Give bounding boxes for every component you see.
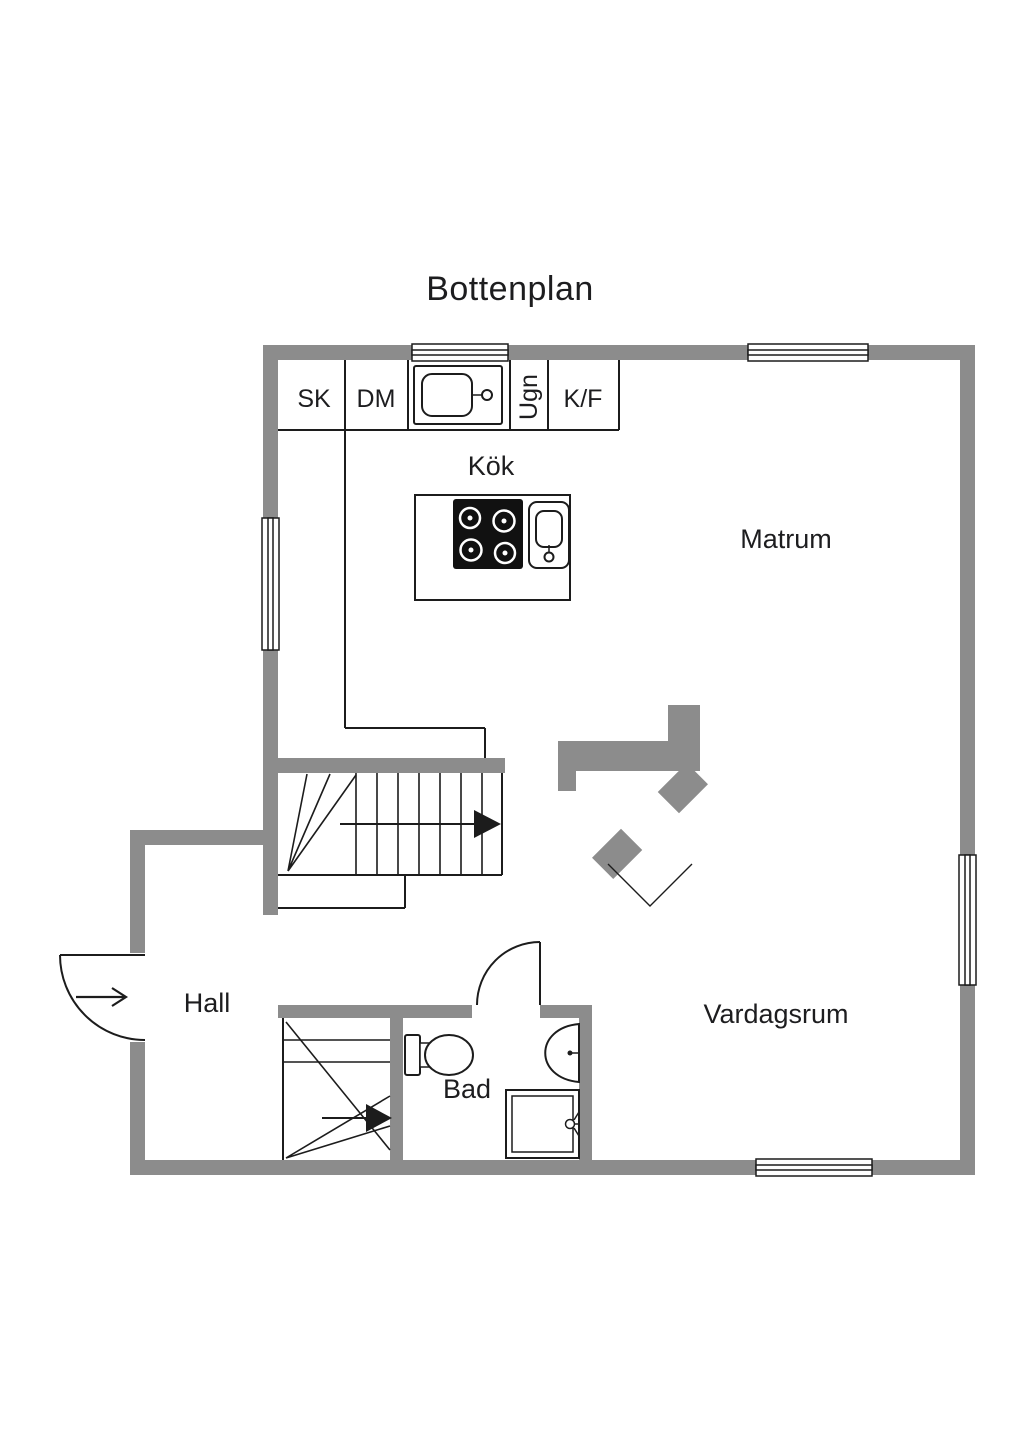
fireplace-hearth-front [607, 863, 693, 907]
stairs-lower [282, 1018, 392, 1160]
entry-direction-arrow [76, 987, 129, 1007]
wall-stairs-top [278, 758, 505, 773]
shower-icon [505, 1089, 580, 1159]
kitchen-counter: SK DM Ugn K/F [278, 360, 620, 431]
fridge-freezer-label: K/F [564, 385, 603, 413]
entry-door-opening [128, 953, 147, 1042]
room-label-bathroom: Bad [443, 1074, 491, 1104]
kitchen-sink-icon [413, 365, 503, 425]
window-left [261, 517, 280, 651]
room-label-kitchen: Kök [468, 451, 515, 481]
washbasin-icon [544, 1022, 580, 1084]
stove-icon [453, 499, 523, 569]
stairs-up-arrow [474, 810, 501, 838]
kitchen-partition-line [344, 430, 486, 758]
entry-door [59, 954, 146, 1041]
island-sink-icon [528, 501, 570, 569]
chimney-notch [558, 741, 576, 791]
oven-label: Ugn [515, 374, 543, 420]
room-label-hall: Hall [184, 988, 231, 1018]
toilet-icon [404, 1034, 474, 1076]
room-label-dining: Matrum [740, 524, 832, 554]
stairs-upper [278, 773, 503, 909]
wall-right [960, 345, 975, 1175]
wall-bath-top-left [278, 1005, 472, 1018]
window-right [958, 854, 977, 986]
cabinet-label: SK [297, 385, 331, 413]
wall-hall-top [130, 830, 278, 845]
dishwasher-label: DM [357, 385, 396, 413]
page-title: Bottenplan [426, 270, 594, 308]
fireplace-hearth [613, 784, 687, 858]
fireplace [558, 705, 708, 907]
wall-bath-right [579, 1005, 592, 1160]
window-top-kitchen [411, 343, 509, 362]
stairs-down-arrow [366, 1104, 392, 1132]
chimney-horizontal [558, 741, 700, 771]
window-top-dining [747, 343, 869, 362]
kitchen-island [414, 494, 571, 601]
window-bottom [755, 1158, 873, 1177]
windows [261, 343, 977, 1177]
wall-bath-left [390, 1005, 403, 1160]
room-label-living-room: Vardagsrum [703, 999, 848, 1029]
bathroom-door [476, 941, 541, 1006]
